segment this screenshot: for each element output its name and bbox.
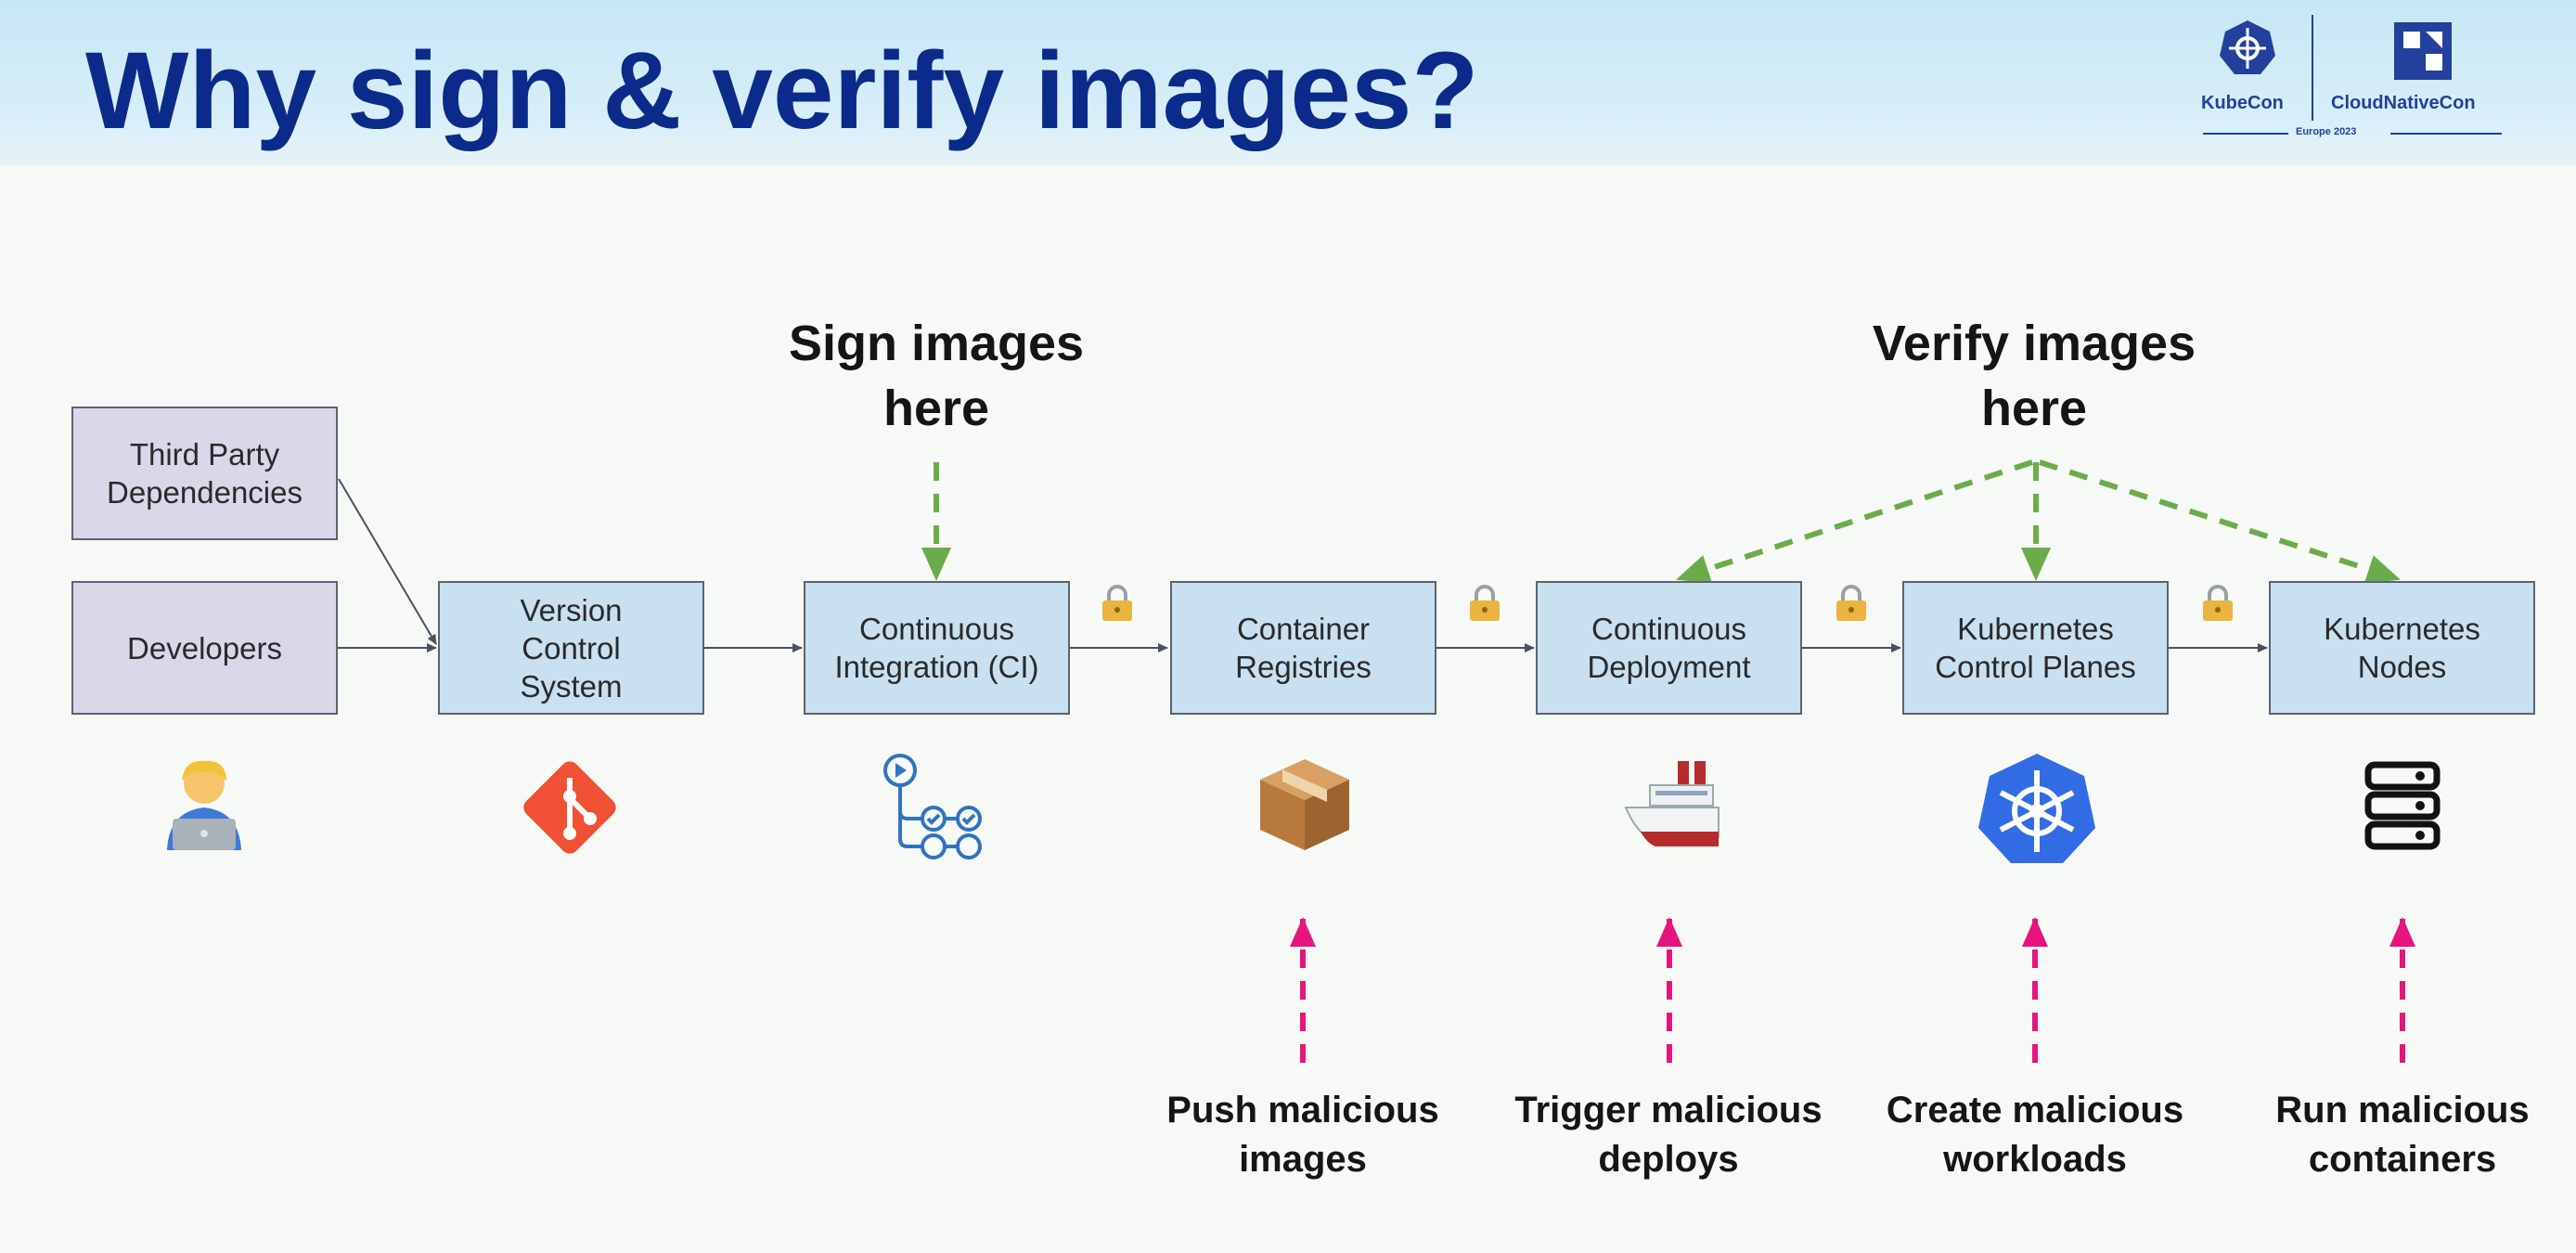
git-icon <box>523 761 616 854</box>
workflow-icon <box>883 754 982 859</box>
box-developers: Developers <box>71 581 338 715</box>
box-kubernetes-nodes: Kubernetes Nodes <box>2269 581 2535 715</box>
lock-icon <box>1836 585 1866 621</box>
box-continuous-deployment: Continuous Deployment <box>1536 581 1802 715</box>
connector-third-party-to-vcs <box>338 478 437 645</box>
box-third-party-dependencies: Third Party Dependencies <box>71 407 338 540</box>
kubernetes-icon <box>1978 754 2095 863</box>
callout-verify-images: Verify images here <box>1872 316 2196 436</box>
box-continuous-integration: Continuous Integration (CI) <box>804 581 1070 715</box>
ship-icon <box>1624 761 1719 846</box>
box-version-control-system: Version Control System <box>438 581 704 715</box>
developer-icon <box>167 760 241 850</box>
lock-icon <box>1102 585 1132 621</box>
server-icon <box>2364 761 2441 850</box>
logo-cloudnativecon: CloudNativeCon <box>2331 93 2476 113</box>
callout-sign-images: Sign images here <box>788 316 1085 436</box>
logo-kubecon: KubeCon <box>2201 93 2284 113</box>
kubecon-logo-mark <box>2203 15 2502 135</box>
package-icon <box>1260 759 1349 850</box>
box-container-registries: Container Registries <box>1170 581 1436 715</box>
logo-subtitle: Europe 2023 <box>2296 126 2357 137</box>
slide-header: Why sign & verify images? KubeCon CloudN… <box>0 0 2576 165</box>
callout-create-malicious-workloads: Create malicious workloads <box>1886 1090 2184 1180</box>
callout-trigger-malicious-deploys: Trigger malicious deploys <box>1514 1090 1823 1180</box>
verify-arrow-cd <box>1676 459 2033 584</box>
callout-push-malicious-images: Push malicious images <box>1166 1090 1439 1180</box>
verify-arrow-nodes <box>2039 459 2401 584</box>
box-kubernetes-control-planes: Kubernetes Control Planes <box>1902 581 2169 715</box>
kubecon-logo: KubeCon CloudNativeCon Europe 2023 <box>2196 11 2511 150</box>
lock-icon <box>1470 585 1500 621</box>
callout-run-malicious-containers: Run malicious containers <box>2275 1090 2530 1180</box>
lock-icon <box>2203 585 2233 621</box>
slide-title: Why sign & verify images? <box>85 30 1479 152</box>
